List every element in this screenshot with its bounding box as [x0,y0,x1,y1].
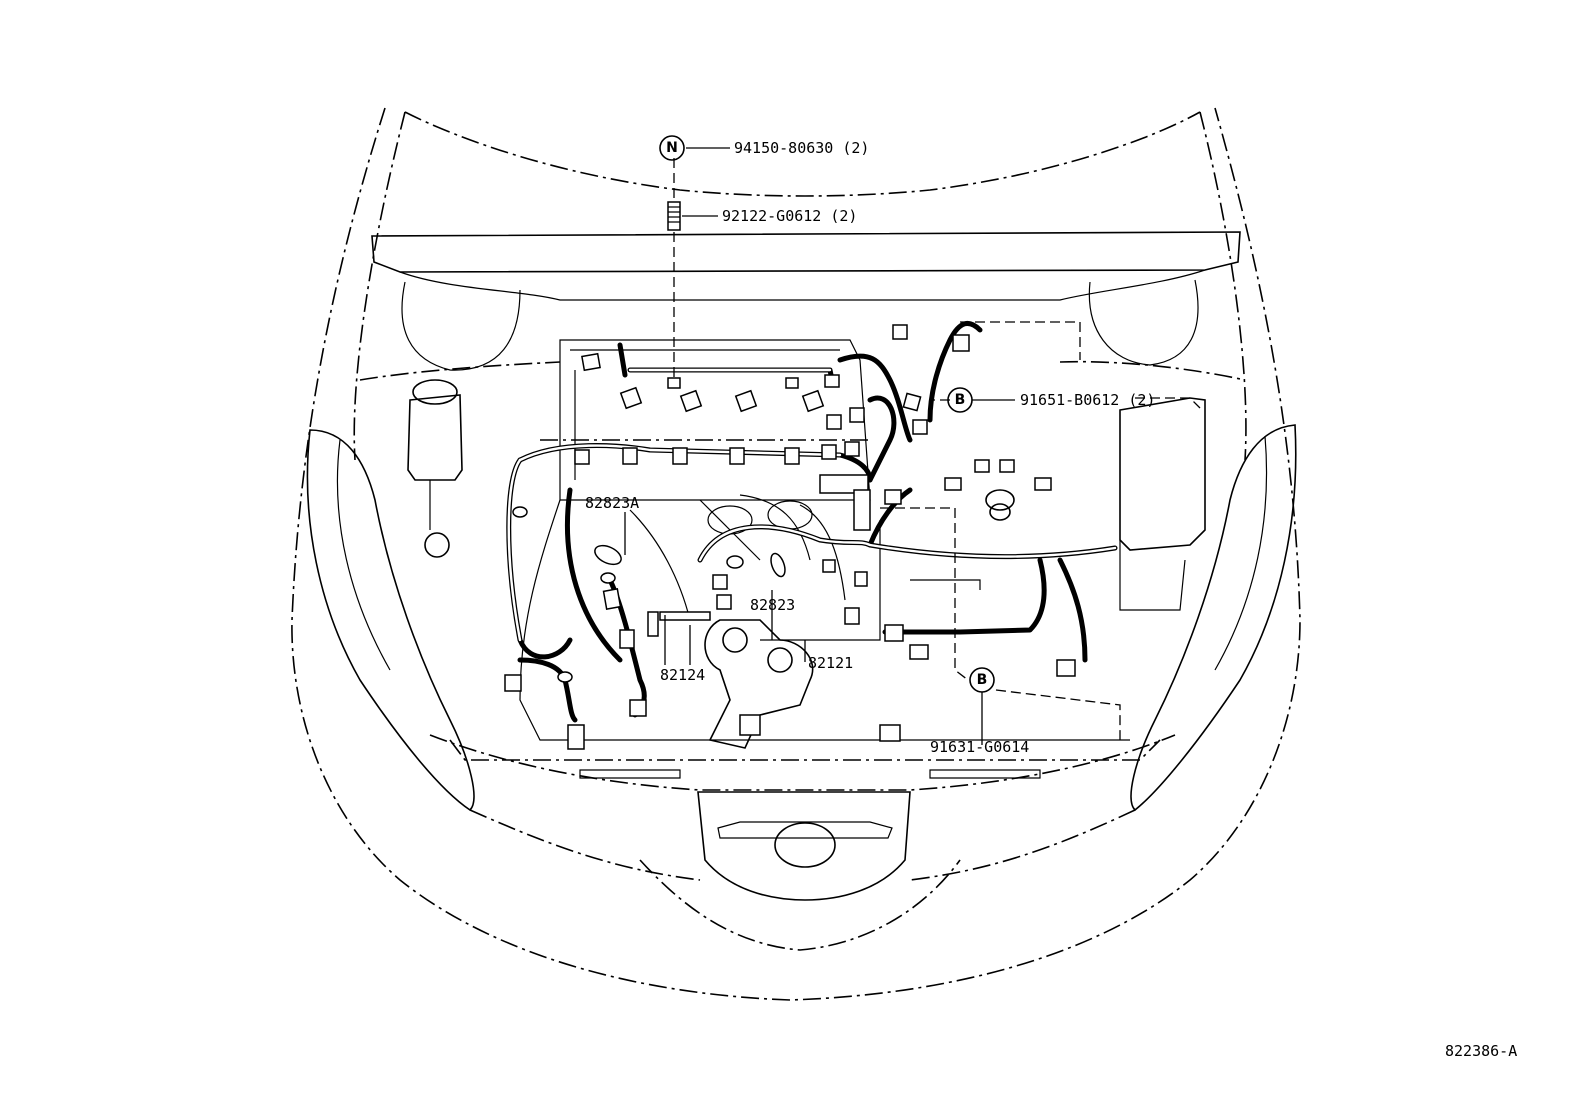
part-label-stud: 92122-G0612 (2) [722,207,857,225]
vehicle-body-outline [291,107,1301,1001]
callout-b-lower: B [969,667,995,693]
part-label-bolt-lower: 91631-G0614 [930,738,1029,756]
stud-hardware [667,158,681,378]
part-label-bolt-upper: 91651-B0612 (2) [1020,391,1155,409]
figure-id: 822386-A [1445,1042,1517,1060]
wire-harness [506,321,1118,723]
callout-n: N [659,135,685,161]
part-label-harness-82124: 82124 [660,666,705,684]
callout-b-lower-letter: B [977,672,988,688]
part-label-harness-82121: 82121 [808,654,853,672]
part-label-nut: 94150-80630 (2) [734,139,869,157]
callout-n-letter: N [666,140,678,156]
part-labels: 94150-80630 (2) 92122-G0612 (2) 91651-B0… [585,139,1155,756]
part-label-harness-82823: 82823 [750,596,795,614]
callout-b-upper-letter: B [955,392,966,408]
part-label-harness-82823a: 82823A [585,494,639,512]
leader-lines [624,147,1201,745]
callout-b-upper: B [947,387,973,413]
connectors [504,324,1076,750]
